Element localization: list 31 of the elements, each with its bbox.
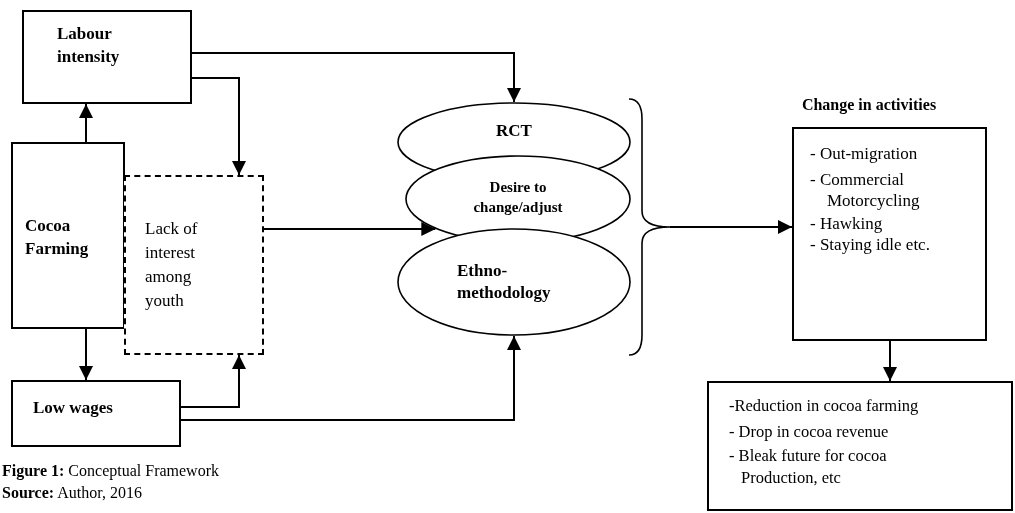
- arrow: [79, 103, 93, 143]
- list-item: - Out-migration: [810, 143, 919, 164]
- list-item: - Drop in cocoa revenue: [729, 421, 890, 443]
- node-label: Low wages: [33, 397, 114, 419]
- node-label: Lack of interest among youth: [145, 218, 199, 312]
- source-note: Source: Author, 2016: [2, 484, 142, 502]
- arrow: [79, 328, 93, 381]
- process-box: [11, 142, 125, 329]
- node-label: Cocoa Farming: [25, 215, 90, 260]
- process-box: [707, 381, 1013, 511]
- arrow: [191, 77, 246, 176]
- box-heading: Change in activities: [800, 95, 938, 115]
- list-item: - Bleak future for cocoa Production, etc: [729, 445, 888, 489]
- arrow: [180, 354, 246, 408]
- list-item: - Hawking: [810, 213, 884, 234]
- node-label: Desire to change/adjust: [472, 178, 564, 217]
- process-box: [22, 10, 192, 104]
- node-label: Ethno-methodology: [457, 260, 552, 304]
- arrow: [191, 52, 521, 103]
- list-item: - Staying idle etc.: [810, 234, 931, 255]
- figure-caption: Figure 1: Conceptual Framework: [2, 462, 219, 480]
- arrow: [263, 222, 437, 236]
- process-box: [11, 380, 181, 447]
- node-label: RCT: [495, 120, 533, 142]
- list-item: - Commercial Motorcycling: [810, 169, 921, 211]
- arrow: [180, 335, 521, 421]
- dashed-box: [124, 175, 264, 355]
- list-item: -Reduction in cocoa farming: [729, 395, 920, 417]
- arrow: [669, 220, 793, 234]
- arrow: [883, 340, 897, 382]
- node-label: Labour intensity: [57, 23, 121, 68]
